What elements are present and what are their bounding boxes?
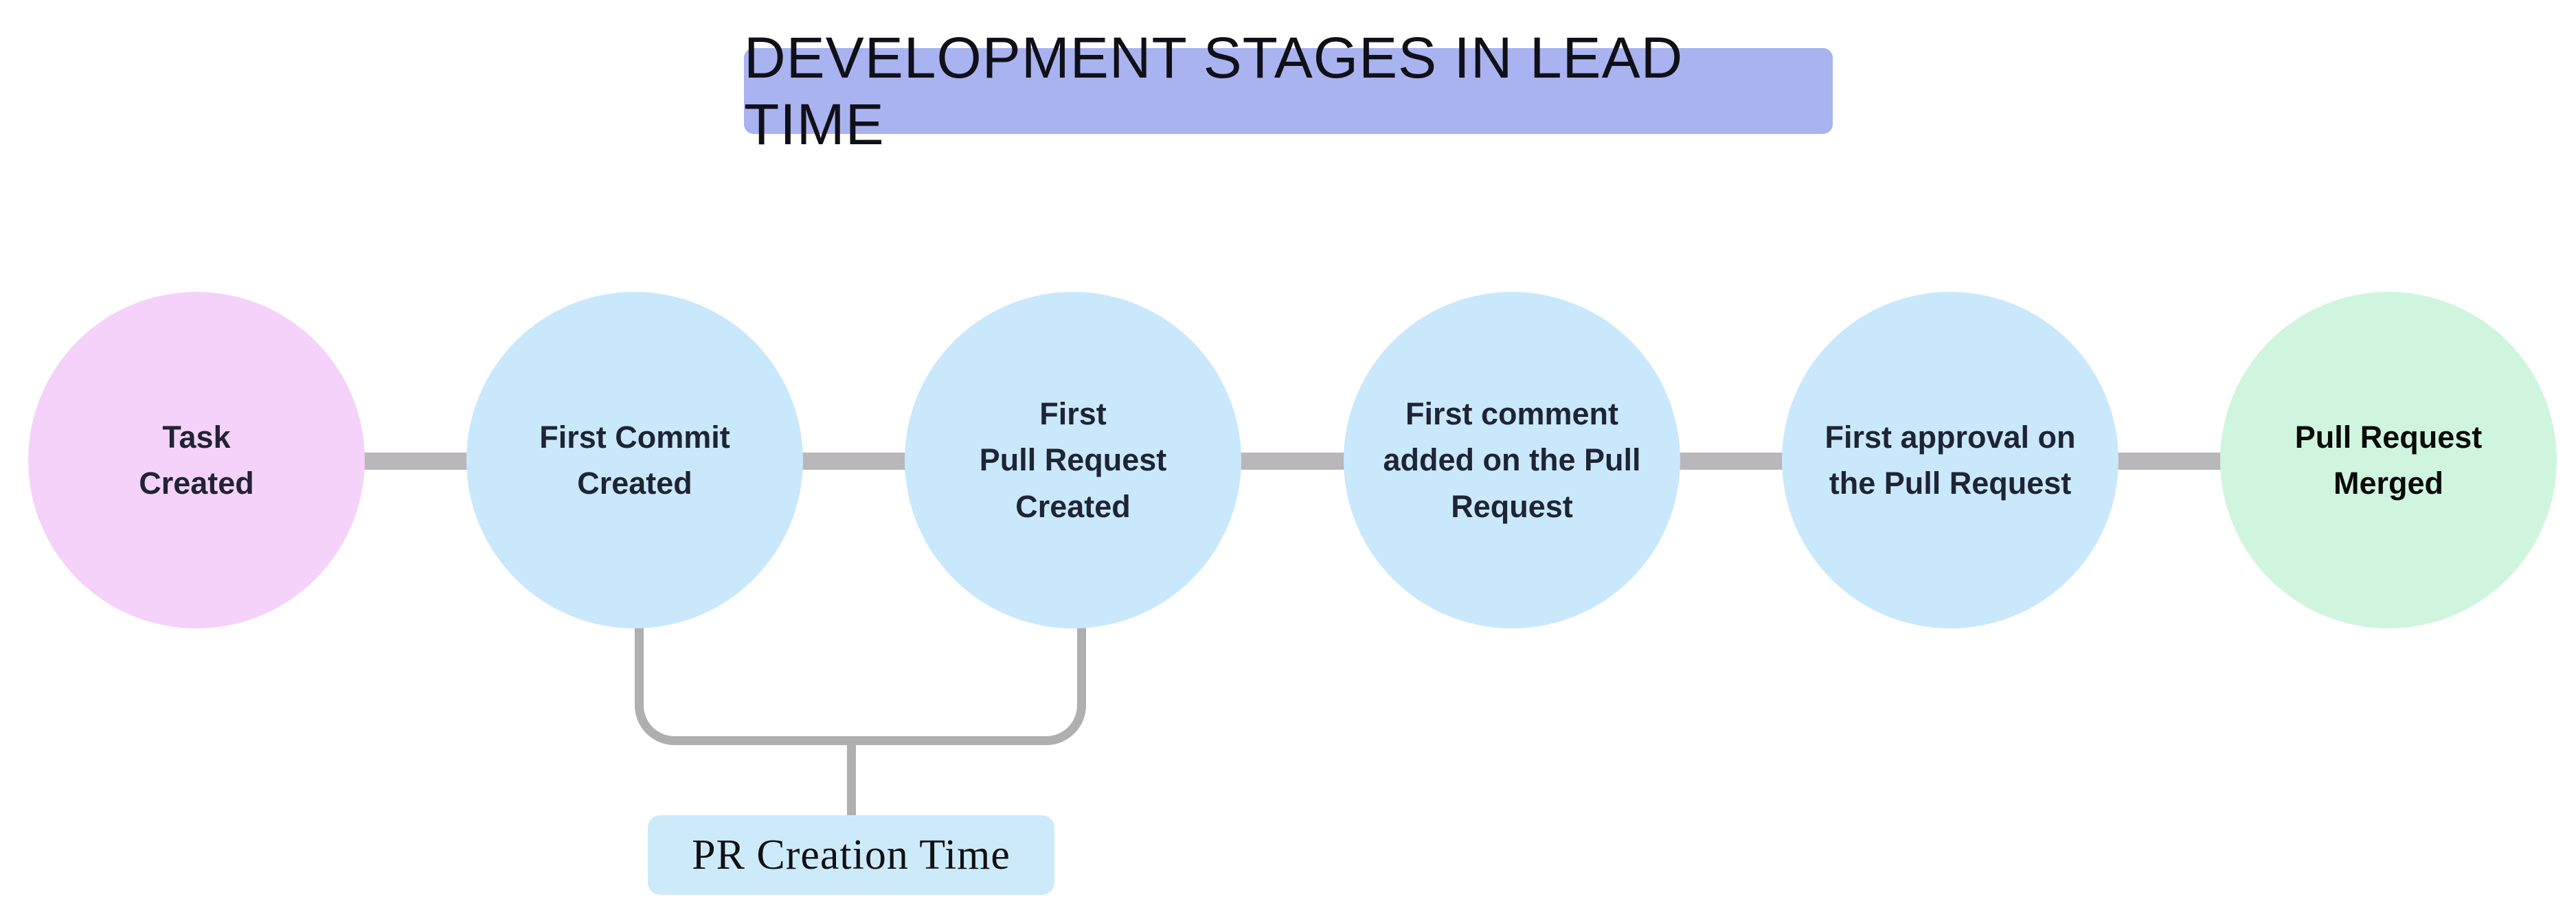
- stage-circle-task-created: Task Created: [28, 292, 365, 628]
- stage-label: First Commit Created: [539, 419, 730, 501]
- stage-label: Task Created: [139, 419, 254, 501]
- diagram-title-banner: DEVELOPMENT STAGES IN LEAD TIME: [744, 25, 1833, 157]
- stage-label: First Pull Request Created: [979, 396, 1167, 524]
- diagram-title: DEVELOPMENT STAGES IN LEAD TIME: [744, 25, 1684, 157]
- stage-circle-pull-request-merged: Pull Request Merged: [2220, 292, 2557, 628]
- stage-circle-first-commit-created: First Commit Created: [466, 292, 803, 628]
- stage-label: First approval on the Pull Request: [1824, 419, 2076, 501]
- stage-circle-first-approval: First approval on the Pull Request: [1782, 292, 2119, 628]
- pr-creation-time-label: PR Creation Time: [648, 815, 1054, 895]
- pr-creation-time-bracket-stem: [847, 736, 856, 818]
- stage-circle-first-pull-request-created: First Pull Request Created: [905, 292, 1241, 628]
- pr-creation-time-bracket: [635, 626, 1086, 745]
- stage-label: Pull Request Merged: [2294, 419, 2483, 501]
- stage-label: First comment added on the Pull Request: [1383, 396, 1641, 524]
- pr-creation-time-label-text: PR Creation Time: [692, 831, 1010, 878]
- stage-circle-first-comment-added: First comment added on the Pull Request: [1344, 292, 1680, 628]
